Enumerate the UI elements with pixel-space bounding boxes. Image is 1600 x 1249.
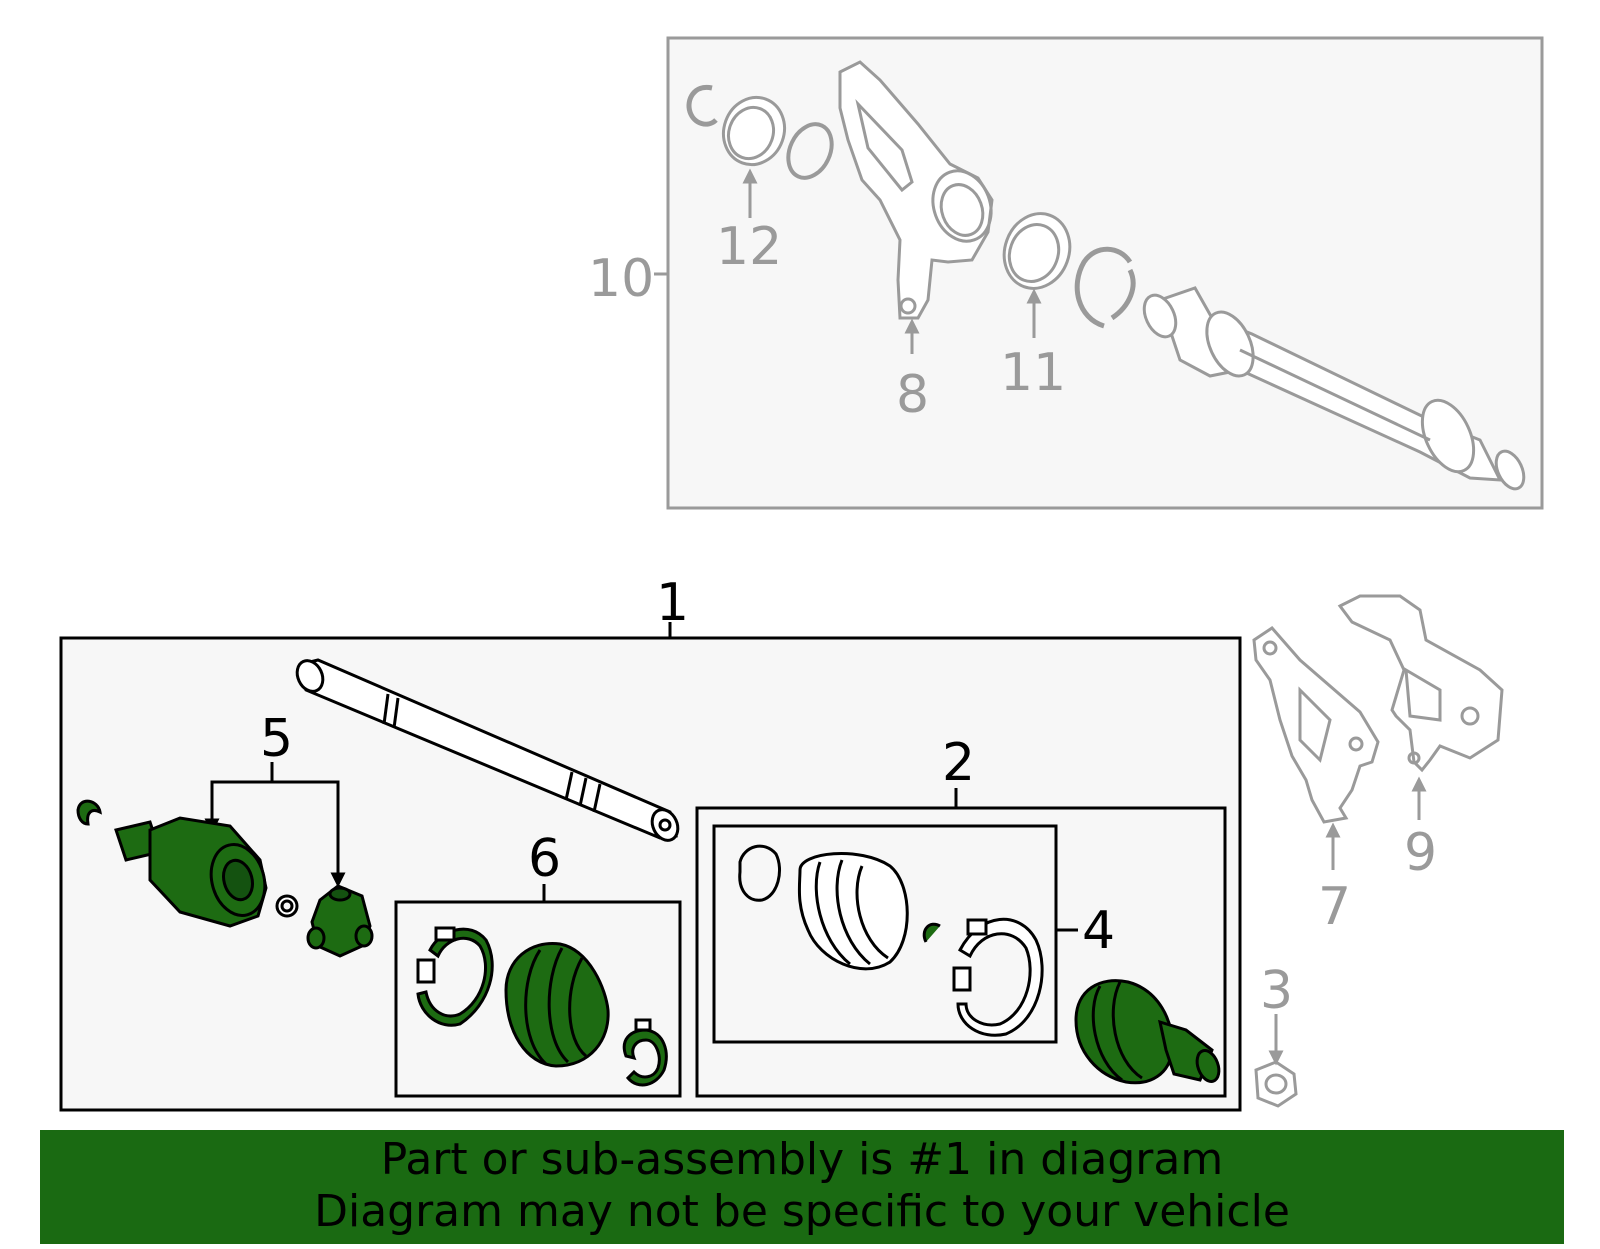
callout-7: 7 xyxy=(1318,877,1351,937)
outer-joint-2-box xyxy=(695,788,1227,1098)
callout-6: 6 xyxy=(528,829,561,889)
callout-10: 10 xyxy=(588,249,654,309)
callout-1: 1 xyxy=(656,573,689,633)
main-assembly-panel xyxy=(59,622,1242,1112)
bearing-11-icon xyxy=(1002,212,1072,290)
axle-shaft-icon xyxy=(295,658,680,842)
boot-6-icon xyxy=(504,942,610,1068)
boot-kit-6-box xyxy=(394,884,682,1098)
callout-5: 5 xyxy=(260,709,293,769)
inner-joint-housing-icon xyxy=(76,799,374,958)
banner-line-1: Part or sub-assembly is #1 in diagram xyxy=(380,1134,1224,1185)
boot-4-icon xyxy=(738,844,1044,1037)
callout-11: 11 xyxy=(1000,343,1066,403)
large-snap-ring-icon xyxy=(1074,246,1136,329)
callout-9: 9 xyxy=(1404,823,1437,883)
outer-cv-joint-icon xyxy=(1074,979,1221,1085)
callout-8: 8 xyxy=(896,365,929,425)
snap-ring-icon xyxy=(686,84,718,127)
callout-12: 12 xyxy=(716,217,782,277)
callout-3: 3 xyxy=(1260,961,1293,1021)
intermediate-shaft-icon xyxy=(1142,286,1526,491)
bracket-9-icon xyxy=(1337,594,1504,773)
info-banner: Part or sub-assembly is #1 in diagram Di… xyxy=(40,1130,1564,1244)
boot-clamp-small-icon xyxy=(622,1018,668,1087)
banner-line-2: Diagram may not be specific to your vehi… xyxy=(314,1186,1290,1237)
bracket-7-icon xyxy=(1252,626,1380,824)
o-ring-icon xyxy=(786,122,834,180)
nut-3-icon xyxy=(1254,1060,1298,1108)
callout-2: 2 xyxy=(942,733,975,793)
boot-clamp-large-icon xyxy=(416,926,494,1027)
bearing-12-icon xyxy=(722,95,786,167)
bracket-8-icon xyxy=(838,60,994,320)
upper-assembly-panel xyxy=(654,36,1544,510)
callout-4: 4 xyxy=(1082,901,1115,961)
